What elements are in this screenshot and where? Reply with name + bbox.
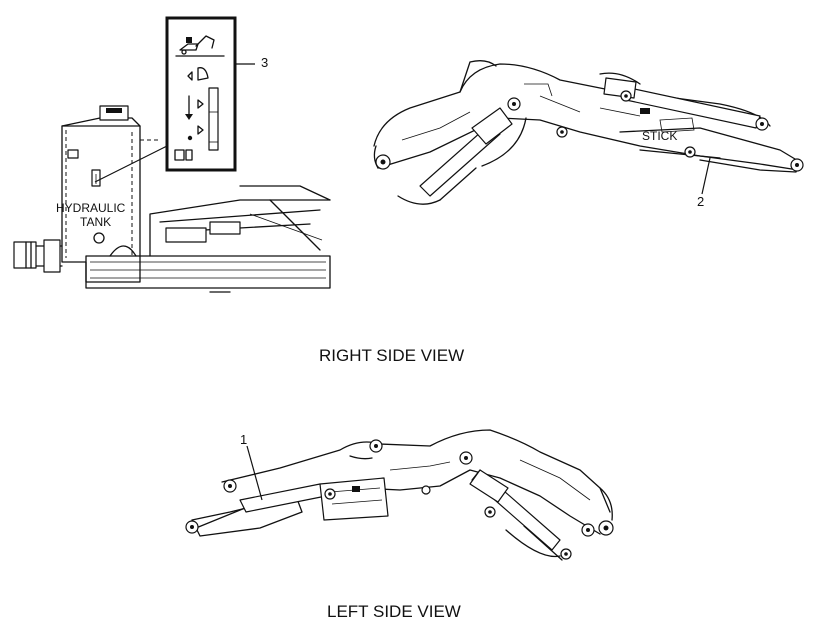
hydraulic-tank-label-2: TANK [80, 215, 111, 229]
callout-1: 1 [240, 432, 247, 447]
hydraulic-tank-illustration [13, 105, 331, 293]
excavator-icon [175, 35, 225, 57]
hydraulic-tank-icon [174, 149, 193, 161]
callout-1-leader [246, 445, 263, 501]
decal-panel [165, 16, 237, 172]
left-side-view-caption: LEFT SIDE VIEW [327, 602, 461, 621]
bucket-icon [187, 67, 209, 81]
hydraulic-tank-label: HYDRAULIC [56, 201, 126, 215]
callout-2-leader [701, 157, 711, 195]
left-side-boom-illustration [185, 429, 614, 561]
right-side-boom-illustration [373, 60, 804, 205]
callout-3-leader [94, 145, 168, 183]
right-side-view-caption: RIGHT SIDE VIEW [319, 346, 464, 365]
arrow-down-icon [185, 95, 193, 120]
stick-label: STICK [642, 129, 677, 143]
callout-2: 2 [697, 194, 704, 209]
callout-3: 3 [261, 55, 268, 70]
